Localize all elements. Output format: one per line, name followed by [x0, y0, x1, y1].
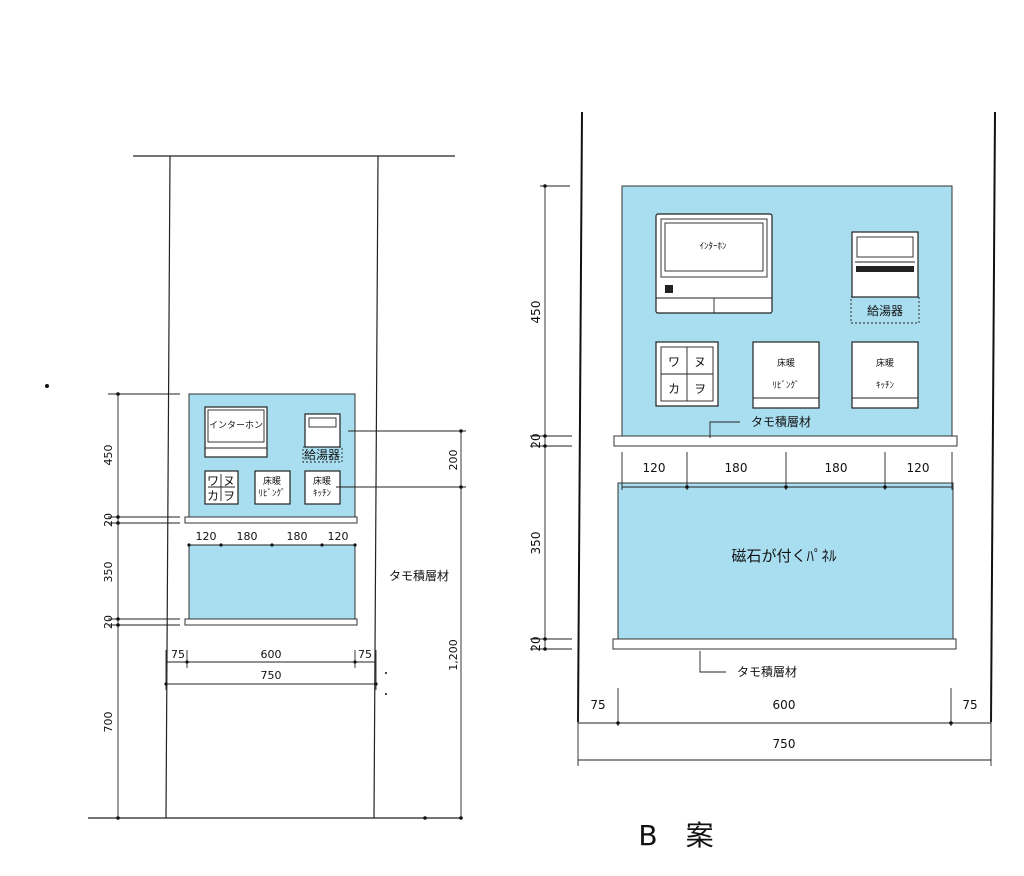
right-vertical-dimension: 450 20 350 20	[529, 184, 572, 652]
svg-text:タモ積層材: タモ積層材	[737, 664, 797, 679]
svg-text:450: 450	[102, 445, 115, 466]
left-elevation: インターホン 給湯器 ワ ヌ カ ヲ 床暖 ﾘﾋﾞﾝｸﾞ	[45, 155, 466, 820]
svg-text:1,200: 1,200	[447, 639, 460, 671]
left-shelf-lower	[184, 618, 358, 626]
svg-text:700: 700	[102, 712, 115, 733]
svg-text:120: 120	[643, 461, 666, 475]
svg-text:120: 120	[907, 461, 930, 475]
svg-text:ヌ: ヌ	[223, 474, 235, 488]
left-wall-left	[165, 155, 171, 819]
svg-text:180: 180	[725, 461, 748, 475]
svg-text:75: 75	[590, 698, 605, 712]
svg-text:350: 350	[529, 532, 543, 555]
svg-text:カ: カ	[207, 489, 219, 503]
right-shelf-lower	[612, 638, 957, 650]
left-width-dimension: 75 600 75 750	[164, 648, 387, 695]
right-wall-right	[990, 111, 996, 723]
right-width-dimension: 75 600 75 750	[577, 688, 992, 766]
svg-text:600: 600	[261, 648, 282, 661]
right-intercom-label: ｲﾝﾀｰﾎﾝ	[699, 241, 727, 252]
svg-text:75: 75	[962, 698, 977, 712]
svg-text:120: 120	[328, 530, 349, 543]
right-floor-heating-living: 床暖 ﾘﾋﾞﾝｸﾞ	[752, 341, 820, 409]
svg-text:ﾘﾋﾞﾝｸﾞ: ﾘﾋﾞﾝｸﾞ	[258, 488, 285, 499]
plan-title: B 案	[638, 819, 713, 852]
right-shelf-label-bottom: タモ積層材	[699, 651, 797, 679]
left-shelf-upper	[184, 516, 358, 524]
svg-text:ﾘﾋﾞﾝｸﾞ: ﾘﾋﾞﾝｸﾞ	[772, 380, 799, 391]
right-lower-panel	[617, 482, 954, 640]
left-spacing-dimension: 120 180 180 120	[187, 530, 357, 547]
left-shelf-label: タモ積層材	[389, 568, 449, 583]
svg-text:450: 450	[529, 301, 543, 324]
svg-text:床暖: 床暖	[263, 475, 281, 487]
left-mark-dot	[45, 384, 49, 388]
right-shelf-label-top: タモ積層材	[709, 414, 811, 438]
svg-text:600: 600	[773, 698, 796, 712]
svg-text:750: 750	[773, 737, 796, 751]
svg-text:750: 750	[261, 669, 282, 682]
left-floor-heating-kitchen: 床暖 ｷｯﾁﾝ	[304, 470, 341, 505]
left-water-heater: 給湯器	[302, 413, 343, 463]
svg-text:20: 20	[102, 615, 115, 629]
svg-text:20: 20	[102, 513, 115, 527]
svg-text:床暖: 床暖	[876, 357, 894, 369]
left-switch-plate: ワ ヌ カ ヲ	[204, 470, 239, 505]
svg-text:200: 200	[447, 450, 460, 471]
right-magnetic-panel-label: 磁石が付くﾊﾟﾈﾙ	[731, 547, 837, 565]
right-intercom: ｲﾝﾀｰﾎﾝ	[655, 213, 773, 314]
right-spacing-dimension: 120 180 180 120	[621, 452, 953, 490]
svg-text:ヲ: ヲ	[223, 489, 235, 503]
svg-text:180: 180	[287, 530, 308, 543]
svg-text:ヲ: ヲ	[694, 382, 706, 396]
right-elevation: ｲﾝﾀｰﾎﾝ 給湯器 ワ ヌ カ ヲ 床暖	[529, 111, 996, 766]
left-water-heater-label: 給湯器	[304, 448, 340, 462]
right-switch-plate: ワ ヌ カ ヲ	[655, 341, 719, 407]
right-water-heater: 給湯器	[850, 231, 920, 324]
right-floor-heating-kitchen: 床暖 ｷｯﾁﾝ	[851, 341, 919, 409]
left-vertical-dimension: 450 20 350 20 700	[102, 392, 180, 820]
right-water-heater-label: 給湯器	[867, 304, 903, 318]
left-lower-panel	[188, 544, 356, 621]
svg-text:180: 180	[237, 530, 258, 543]
svg-text:床暖: 床暖	[313, 475, 331, 487]
svg-text:タモ積層材: タモ積層材	[751, 414, 811, 429]
svg-text:180: 180	[825, 461, 848, 475]
svg-text:ワ: ワ	[668, 355, 680, 369]
right-wall-left	[577, 111, 583, 723]
right-shelf-upper	[613, 435, 958, 447]
svg-text:20: 20	[529, 636, 543, 651]
svg-text:350: 350	[102, 562, 115, 583]
left-intercom: インターホン	[204, 406, 268, 458]
svg-text:20: 20	[529, 433, 543, 448]
left-floor-heating-living: 床暖 ﾘﾋﾞﾝｸﾞ	[254, 470, 291, 505]
left-intercom-label: インターホン	[209, 420, 263, 431]
svg-text:ｷｯﾁﾝ: ｷｯﾁﾝ	[876, 380, 895, 391]
svg-text:床暖: 床暖	[777, 357, 795, 369]
svg-text:75: 75	[358, 648, 372, 661]
svg-text:75: 75	[171, 648, 185, 661]
svg-text:ヌ: ヌ	[694, 355, 706, 369]
left-right-dimension: 200 1,200 タモ積層材	[336, 429, 466, 820]
svg-text:ワ: ワ	[207, 474, 219, 488]
svg-text:ｷｯﾁﾝ: ｷｯﾁﾝ	[313, 488, 332, 499]
svg-text:カ: カ	[668, 382, 680, 396]
svg-text:120: 120	[196, 530, 217, 543]
